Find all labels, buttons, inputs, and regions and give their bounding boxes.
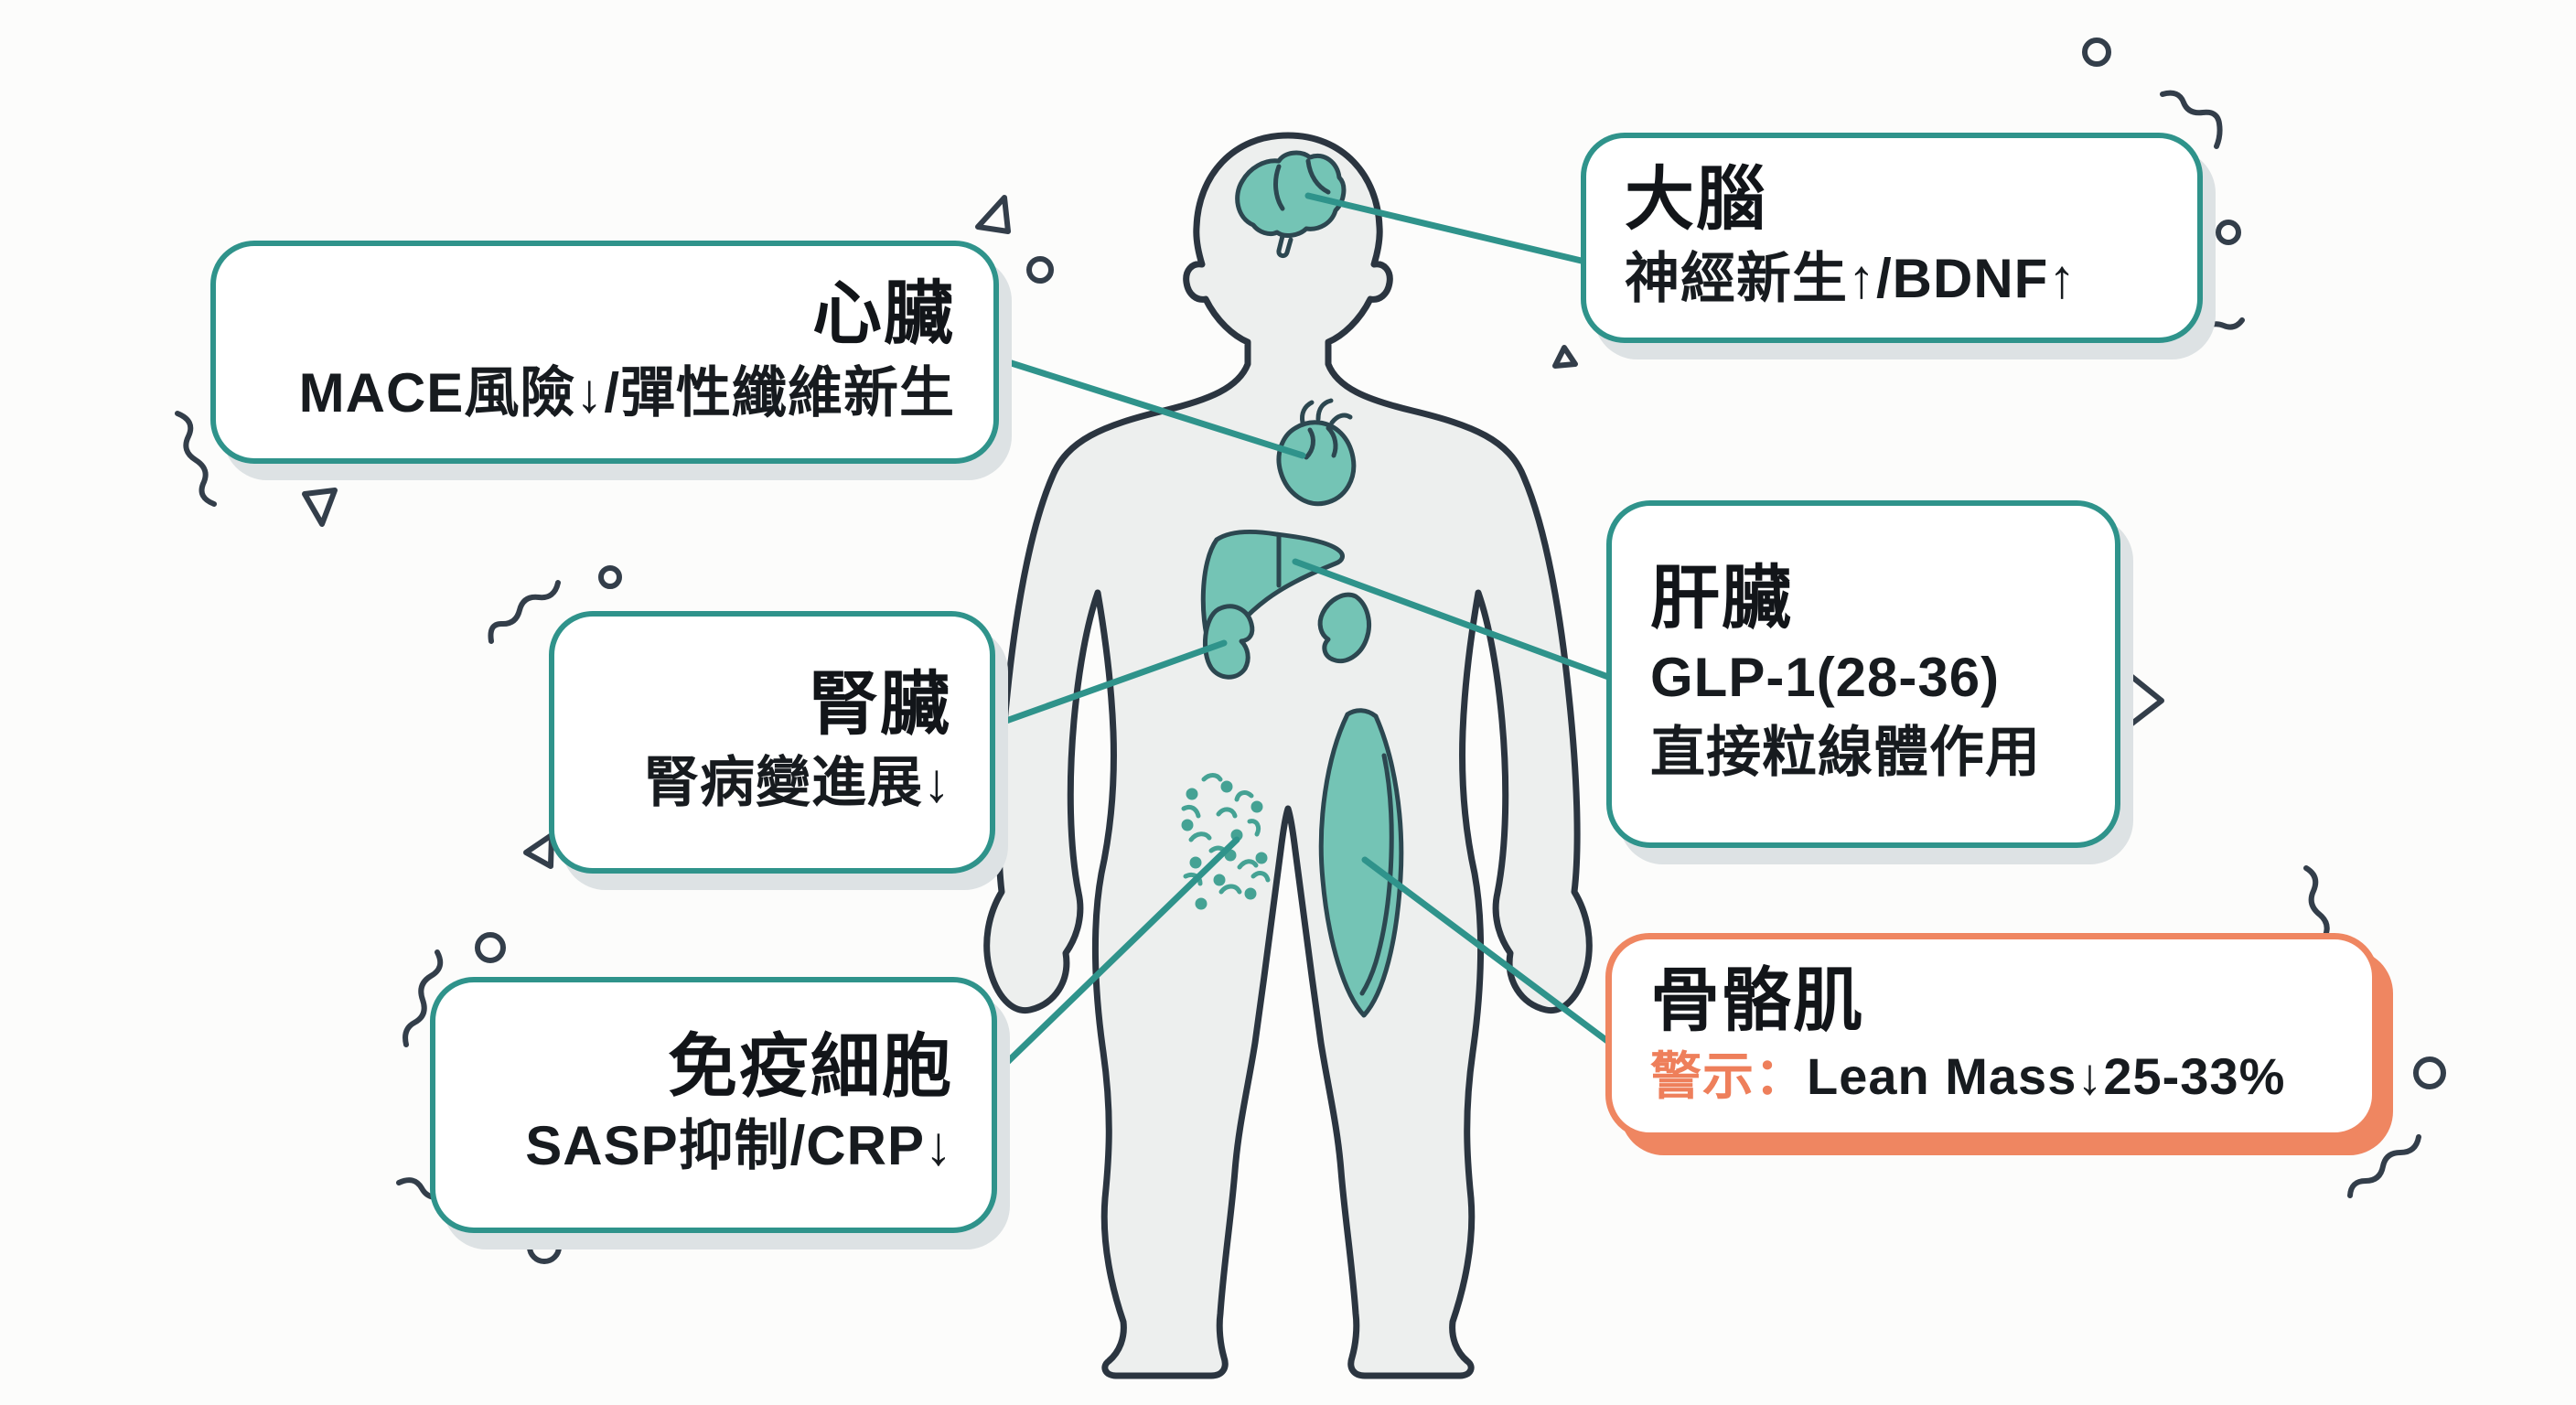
decor-circle [598,565,622,589]
callout-muscle-title: 骨骼肌 [1650,961,1864,1040]
decor-circle [2413,1056,2446,1089]
callout-muscle-subtitle: 警示：Lean Mass↓25-33% [1650,1044,2334,1110]
decor-circle [527,1229,562,1264]
callout-brain: 大腦 神經新生↑/BDNF↑ [1581,133,2203,343]
decor-circle [2082,38,2111,67]
callout-kidney-subtitle: 腎病變進展↓ [644,752,951,814]
decor-squiggle [2347,1134,2421,1198]
decor-circle [475,932,506,963]
kidney-left-organ [1203,604,1255,680]
decor-circle [1026,256,1054,284]
brain-organ [1235,150,1347,259]
heart-organ [1276,398,1357,507]
callout-liver-title: 肝臟 [1650,560,1793,638]
decor-circle [2216,220,2241,245]
immune-cells-organ [1181,773,1271,910]
kidney-right-organ [1317,592,1371,663]
callout-kidney-title: 腎臟 [809,665,951,744]
decor-squiggle [402,949,444,1047]
callout-brain-title: 大腦 [1625,161,1767,240]
connector-lines [990,192,1612,1076]
callout-immune-title: 免疫細胞 [668,1028,953,1107]
callout-liver: 肝臟 GLP-1(28-36) 直接粒線體作用 [1606,500,2120,848]
decor-triangle [302,488,338,527]
callout-kidney: 腎臟 腎病變進展↓ [549,611,995,874]
callout-immune: 免疫細胞 SASP抑制/CRP↓ [430,977,997,1233]
callout-muscle-warning-text: Lean Mass↓25-33% [1807,1046,2286,1105]
callout-immune-subtitle: SASP抑制/CRP↓ [525,1114,953,1176]
connector-line-immune [993,836,1240,1076]
decor-triangle [523,832,554,869]
callout-heart-subtitle: MACE風險↓/彈性纖維新生 [298,361,955,424]
connector-line-muscle [1361,856,1611,1045]
body-silhouette [983,132,1593,1379]
decor-triangle [2126,671,2164,728]
connector-line-heart [996,356,1306,459]
thigh-muscle-organ [1318,708,1404,1018]
decor-squiggle [2160,90,2223,149]
callout-heart: 心臟 MACE風險↓/彈性纖維新生 [210,241,999,464]
warning-label: 警示： [1650,1046,1807,1105]
connector-line-brain [1304,192,1593,266]
decor-triangle [1552,345,1578,369]
callout-brain-subtitle: 神經新生↑/BDNF↑ [1625,247,2077,309]
decor-squiggle [2303,865,2330,942]
callout-muscle: 骨骼肌 警示：Lean Mass↓25-33% [1605,933,2378,1139]
callout-liver-line-2: 直接粒線體作用 [1650,721,2041,783]
callout-liver-line-1: GLP-1(28-36) [1650,646,2001,708]
decor-squiggle [175,411,217,507]
decor-triangle [975,195,1011,234]
callout-heart-title: 心臟 [812,275,955,354]
connector-line-kidney [990,639,1228,729]
connector-line-liver [1292,558,1612,681]
decor-squiggle [488,580,561,644]
